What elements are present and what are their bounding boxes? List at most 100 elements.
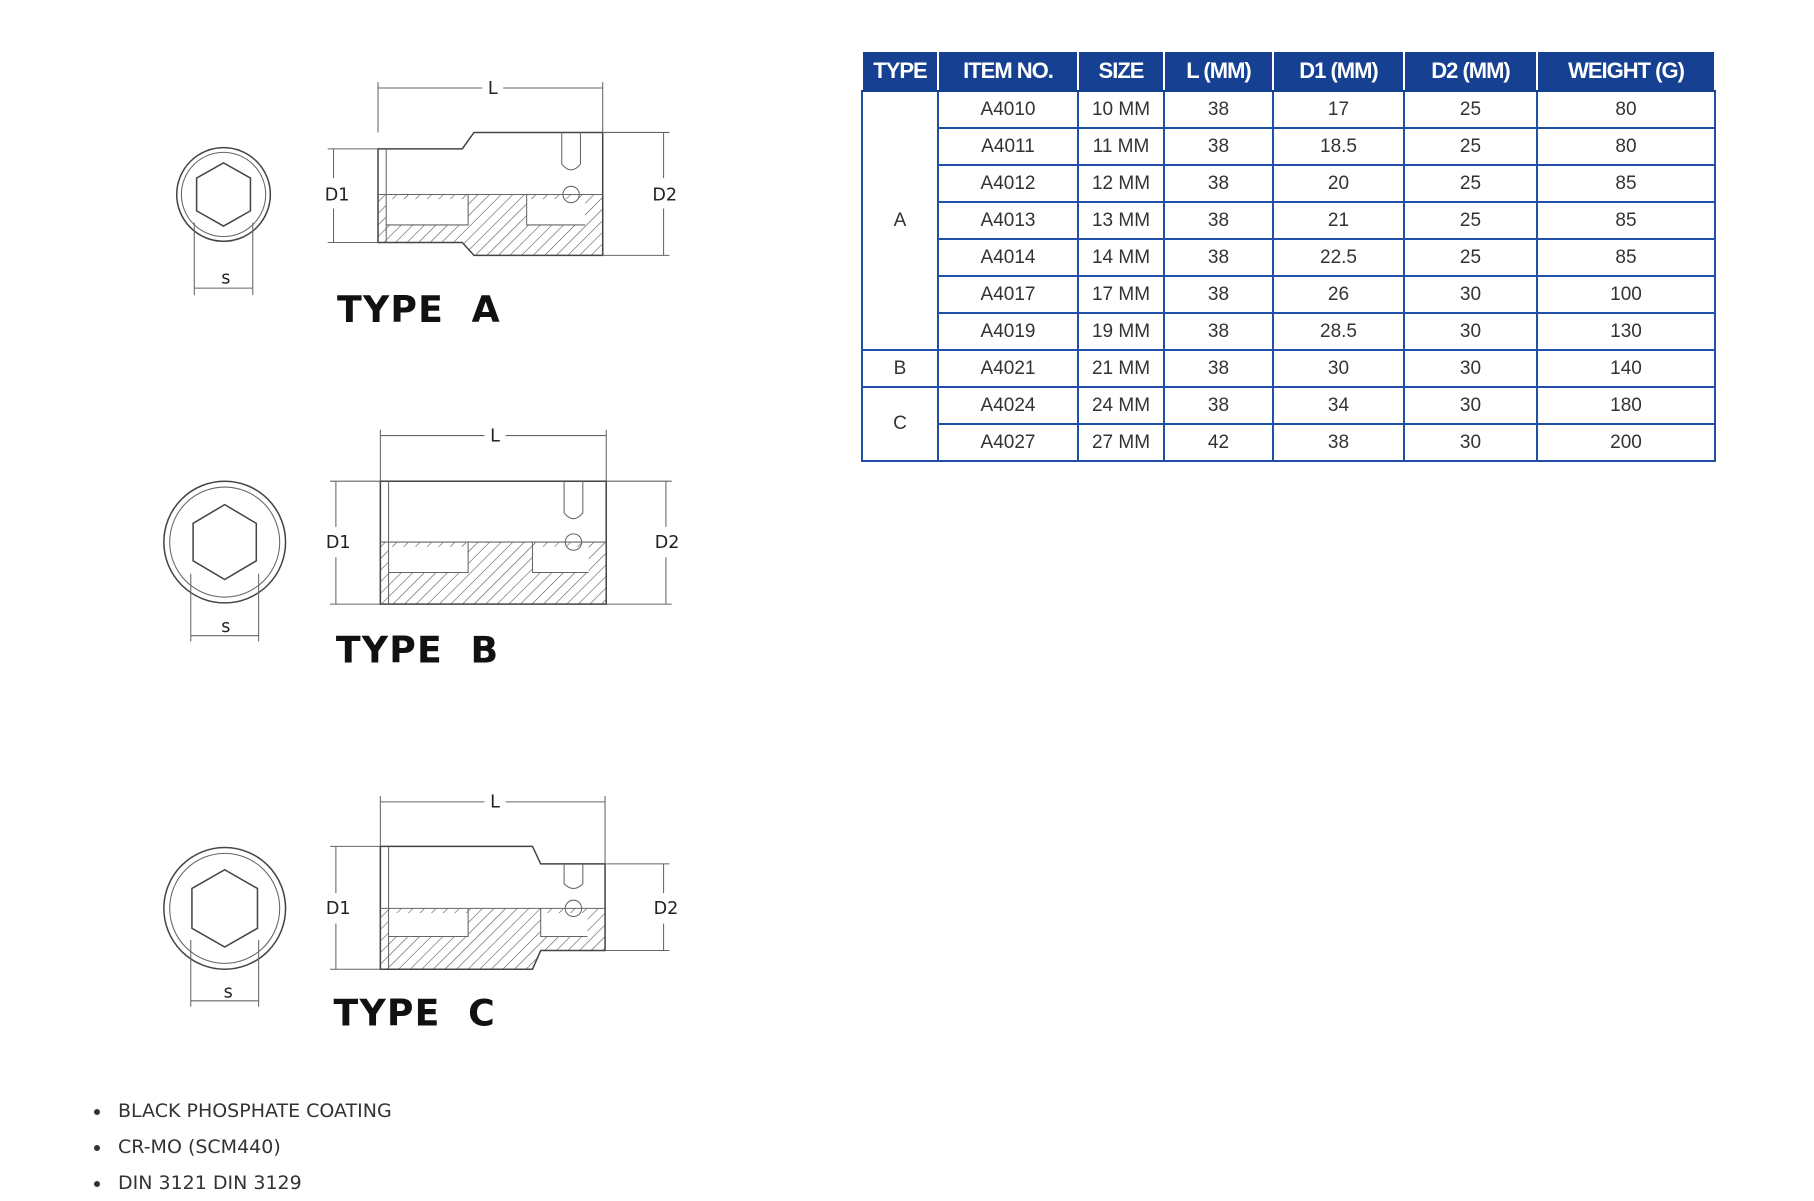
type-b-drawing: s L D1 D2 TYPE (163, 426, 680, 672)
cell-d1: 18.5 (1272, 127, 1405, 166)
cell-d1: 17 (1272, 90, 1405, 129)
cell-size: 10 MM (1077, 90, 1165, 129)
header-d1: D1 (MM) (1272, 50, 1405, 92)
feature-item: DIN 3121 DIN 3129 (112, 1165, 392, 1201)
type-c-drawing: s L D1 D2 TYPE (163, 793, 678, 1034)
cell-size: 21 MM (1077, 349, 1165, 388)
header-d2: D2 (MM) (1403, 50, 1538, 92)
cell-size: 11 MM (1077, 127, 1165, 166)
cell-d2: 25 (1403, 127, 1538, 166)
header-l: L (MM) (1163, 50, 1274, 92)
cell-d1: 21 (1272, 201, 1405, 240)
cell-d2: 30 (1403, 275, 1538, 314)
side-view: L D1 D2 (326, 426, 680, 605)
cell-type: B (861, 349, 939, 388)
side-view: L D1 D2 (325, 79, 677, 257)
cell-size: 19 MM (1077, 312, 1165, 351)
cell-weight: 85 (1536, 201, 1716, 240)
cell-size: 27 MM (1077, 423, 1165, 462)
cell-weight: 130 (1536, 312, 1716, 351)
cell-d1: 22.5 (1272, 238, 1405, 277)
cell-l: 38 (1163, 238, 1274, 277)
end-view: s (163, 846, 287, 1007)
cell-size: 24 MM (1077, 386, 1165, 425)
dim-d1-label: D1 (326, 533, 351, 553)
dim-s-label: s (221, 617, 230, 637)
feature-item: CR-MO (SCM440) (112, 1129, 392, 1165)
cell-weight: 85 (1536, 164, 1716, 203)
cell-item-no: A4027 (937, 423, 1079, 462)
table-header-row: TYPE ITEM NO. SIZE L (MM) D1 (MM) D2 (MM… (861, 50, 1716, 92)
cell-d1: 28.5 (1272, 312, 1405, 351)
header-size: SIZE (1077, 50, 1165, 92)
cell-l: 38 (1163, 386, 1274, 425)
cell-d1: 30 (1272, 349, 1405, 388)
cell-d2: 30 (1403, 312, 1538, 351)
end-view: s (163, 480, 287, 642)
header-item-no: ITEM NO. (937, 50, 1079, 92)
dim-d1-label: D1 (326, 899, 351, 919)
type-b-title: TYPE B (336, 629, 499, 672)
type-c-title: TYPE C (334, 991, 496, 1034)
cell-d2: 25 (1403, 90, 1538, 129)
dim-d1-label: D1 (325, 185, 350, 205)
cell-size: 17 MM (1077, 275, 1165, 314)
side-view: L D1 D2 (326, 793, 678, 970)
cell-type: A (861, 90, 939, 351)
cell-item-no: A4010 (937, 90, 1079, 129)
dim-s-label: s (221, 268, 230, 288)
cell-type: C (861, 386, 939, 462)
cell-d1: 20 (1272, 164, 1405, 203)
cell-item-no: A4019 (937, 312, 1079, 351)
cell-item-no: A4011 (937, 127, 1079, 166)
cell-item-no: A4024 (937, 386, 1079, 425)
cell-size: 12 MM (1077, 164, 1165, 203)
cell-weight: 180 (1536, 386, 1716, 425)
dim-d2-label: D2 (652, 185, 677, 205)
header-weight: WEIGHT (G) (1536, 50, 1716, 92)
cell-size: 13 MM (1077, 201, 1165, 240)
cell-d1: 38 (1272, 423, 1405, 462)
cell-d2: 25 (1403, 164, 1538, 203)
cell-weight: 200 (1536, 423, 1716, 462)
cell-l: 38 (1163, 275, 1274, 314)
dim-l-label: L (490, 793, 500, 813)
cell-weight: 80 (1536, 90, 1716, 129)
cell-d1: 26 (1272, 275, 1405, 314)
cell-d2: 30 (1403, 386, 1538, 425)
cell-l: 38 (1163, 201, 1274, 240)
cell-weight: 85 (1536, 238, 1716, 277)
feature-list: BLACK PHOSPHATE COATING CR-MO (SCM440) D… (86, 1093, 392, 1201)
header-type: TYPE (861, 50, 939, 92)
cell-item-no: A4014 (937, 238, 1079, 277)
cell-l: 42 (1163, 423, 1274, 462)
cell-l: 38 (1163, 127, 1274, 166)
cell-d2: 25 (1403, 238, 1538, 277)
cell-weight: 140 (1536, 349, 1716, 388)
cell-d2: 25 (1403, 201, 1538, 240)
cell-d2: 30 (1403, 423, 1538, 462)
dim-d2-label: D2 (654, 899, 679, 919)
cell-d1: 34 (1272, 386, 1405, 425)
end-view: s (175, 146, 272, 296)
dim-d2-label: D2 (655, 533, 680, 553)
cell-d2: 30 (1403, 349, 1538, 388)
cell-l: 38 (1163, 90, 1274, 129)
cell-item-no: A4012 (937, 164, 1079, 203)
cell-weight: 80 (1536, 127, 1716, 166)
dim-l-label: L (490, 426, 500, 446)
cell-item-no: A4017 (937, 275, 1079, 314)
type-a-drawing: s L D1 D2 TYPE (175, 79, 677, 331)
cell-l: 38 (1163, 164, 1274, 203)
spec-table: TYPE ITEM NO. SIZE L (MM) D1 (MM) D2 (MM… (861, 50, 1716, 462)
